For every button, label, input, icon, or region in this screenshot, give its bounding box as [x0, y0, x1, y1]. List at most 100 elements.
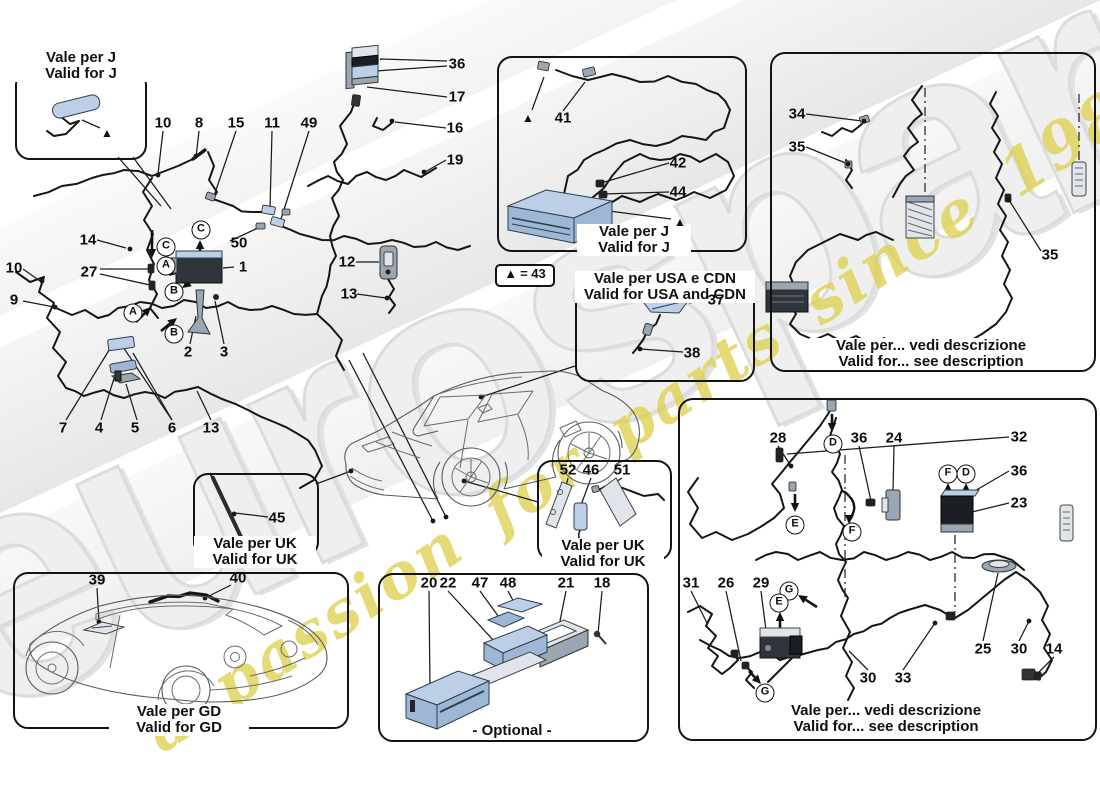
part-number-callout-37: 37	[707, 291, 725, 309]
part-number-callout-44: 44	[669, 183, 687, 201]
connector-part	[945, 611, 956, 621]
leader-line	[65, 346, 112, 421]
part-number-callout-48: 48	[499, 574, 517, 592]
connector-dot	[443, 514, 449, 520]
section-letter-callout-A: A	[123, 303, 143, 323]
leader-line	[424, 159, 447, 173]
caption-valid-for-gd: Vale per GD Valid for GD	[109, 704, 249, 736]
leader-line	[315, 470, 352, 485]
wire-harness-path	[316, 313, 345, 371]
connector-part	[741, 661, 750, 670]
wire-harness-path	[387, 278, 396, 314]
part-number-callout-36: 36	[448, 55, 466, 73]
section-letter-callout-B: B	[164, 324, 184, 344]
wire-harness-path	[954, 571, 1053, 680]
leader-line	[597, 590, 603, 635]
connector-dot	[389, 118, 395, 124]
part-number-callout-41: 41	[554, 109, 572, 127]
leader-line	[602, 191, 670, 195]
leader-line	[125, 383, 138, 421]
wire-harness-path	[15, 271, 67, 389]
panel-valid-for-see-description-top	[770, 52, 1096, 372]
leader-line	[428, 590, 431, 690]
direction-arrow	[798, 595, 818, 609]
caption-line: Vale per UK	[561, 537, 645, 554]
connector-dot	[637, 346, 643, 352]
leader-line	[279, 130, 310, 223]
lid-48	[496, 597, 544, 613]
screw-18	[593, 630, 607, 645]
caption-valid-for-uk-left: Vale per UK Valid for UK	[194, 536, 316, 568]
part-number-callout-20: 20	[420, 574, 438, 592]
wire-harness-path	[892, 85, 923, 198]
part-number-callout-10: 10	[154, 114, 172, 132]
leader-line	[848, 650, 869, 671]
leader-line-layer	[22, 58, 1055, 690]
leader-line	[447, 590, 495, 642]
keyfob-12	[379, 245, 398, 280]
connector-dot	[478, 394, 484, 400]
connector-part	[261, 204, 276, 216]
part-number-callout-49: 49	[300, 114, 318, 132]
caption-valid-for-uk-right: Vale per UK Valid for UK	[542, 538, 664, 570]
caption-line: Valid for J	[45, 65, 117, 82]
caption-line: Valid for UK	[560, 553, 646, 570]
leader-line	[132, 352, 173, 421]
part-number-callout-30: 30	[1010, 640, 1028, 658]
triangle-marker: ▲	[522, 111, 534, 125]
leader-line	[394, 121, 447, 129]
section-letter-callout-D: D	[823, 434, 843, 454]
part-number-callout-18: 18	[593, 574, 611, 592]
connector-dot	[421, 169, 427, 175]
wire-harness-path	[829, 417, 855, 701]
wire-harness-path	[33, 158, 194, 197]
part-number-callout-27: 27	[80, 263, 98, 281]
leader-line	[639, 348, 684, 353]
part-number-callout-11: 11	[264, 114, 280, 132]
leader-line	[213, 130, 237, 197]
leader-line	[690, 590, 708, 624]
caption-optional: - Optional -	[455, 723, 569, 739]
bracket-4	[109, 359, 137, 374]
leader-line	[480, 365, 576, 398]
leader-line	[786, 436, 1010, 455]
antenna-base-25	[981, 559, 1017, 573]
wire-harness-path	[372, 117, 394, 131]
leader-line	[118, 340, 173, 421]
part-number-callout-19: 19	[446, 151, 464, 169]
legend-triangle-symbol: ▲	[504, 266, 518, 281]
leader-line	[99, 273, 151, 286]
connector-part	[270, 216, 285, 228]
wire-harness-path	[555, 69, 589, 81]
leader-line	[531, 76, 545, 111]
part-number-callout-36: 36	[1010, 462, 1028, 480]
leader-line	[600, 162, 670, 184]
connector-dot	[52, 304, 58, 310]
connector-dot	[845, 161, 851, 167]
section-letter-callout-B: B	[164, 282, 184, 302]
part-number-callout-12: 12	[338, 253, 356, 271]
panel-optional	[378, 573, 649, 742]
wiring-harness-layer	[15, 69, 1053, 701]
wire-harness-path	[563, 73, 731, 205]
caption-valid-for-j-antenna: Vale per J Valid for J	[15, 50, 147, 82]
connector-part	[730, 649, 739, 658]
wire-harness-path	[307, 167, 437, 187]
leader-line	[1008, 199, 1042, 252]
part-number-callout-13: 13	[340, 285, 358, 303]
part-number-callout-7: 7	[58, 419, 68, 437]
part-number-callout-22: 22	[439, 574, 457, 592]
wire-harness-path	[207, 151, 218, 200]
section-letter-callout-C: C	[191, 220, 211, 240]
wire-harness-path	[316, 97, 357, 315]
direction-arrow	[790, 494, 800, 512]
part-number-callout-13: 13	[202, 419, 220, 437]
part-number-callout-39: 39	[88, 571, 106, 589]
wire-harness-path	[212, 198, 266, 213]
caption-line: Valid for... see description	[838, 353, 1024, 370]
direction-arrow	[147, 230, 157, 258]
leader-line	[96, 239, 127, 249]
part-number-callout-50: 50	[230, 234, 248, 252]
ecu-module-top-right	[905, 195, 935, 239]
